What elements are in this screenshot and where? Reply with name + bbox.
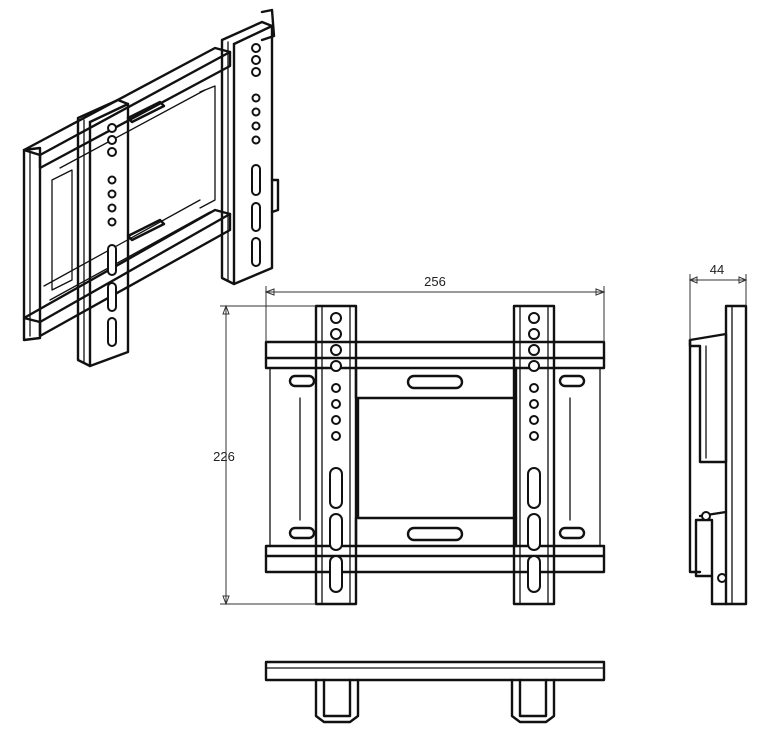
front-right-strap-holes	[527, 312, 541, 593]
right-strap-holes	[251, 43, 261, 267]
depth-dimension: 44	[688, 262, 748, 340]
isometric-view	[22, 8, 280, 368]
width-dimension-label: 256	[424, 274, 446, 289]
depth-dimension-label: 44	[710, 262, 724, 277]
width-dimension: 256	[264, 274, 606, 342]
height-dimension: 226	[213, 304, 316, 606]
side-view: 44	[688, 262, 748, 606]
front-left-strap-holes	[329, 312, 343, 593]
left-strap-holes	[107, 123, 117, 347]
height-dimension-label: 226	[213, 449, 235, 464]
front-view: 256 226	[213, 274, 606, 606]
top-view	[264, 660, 606, 724]
